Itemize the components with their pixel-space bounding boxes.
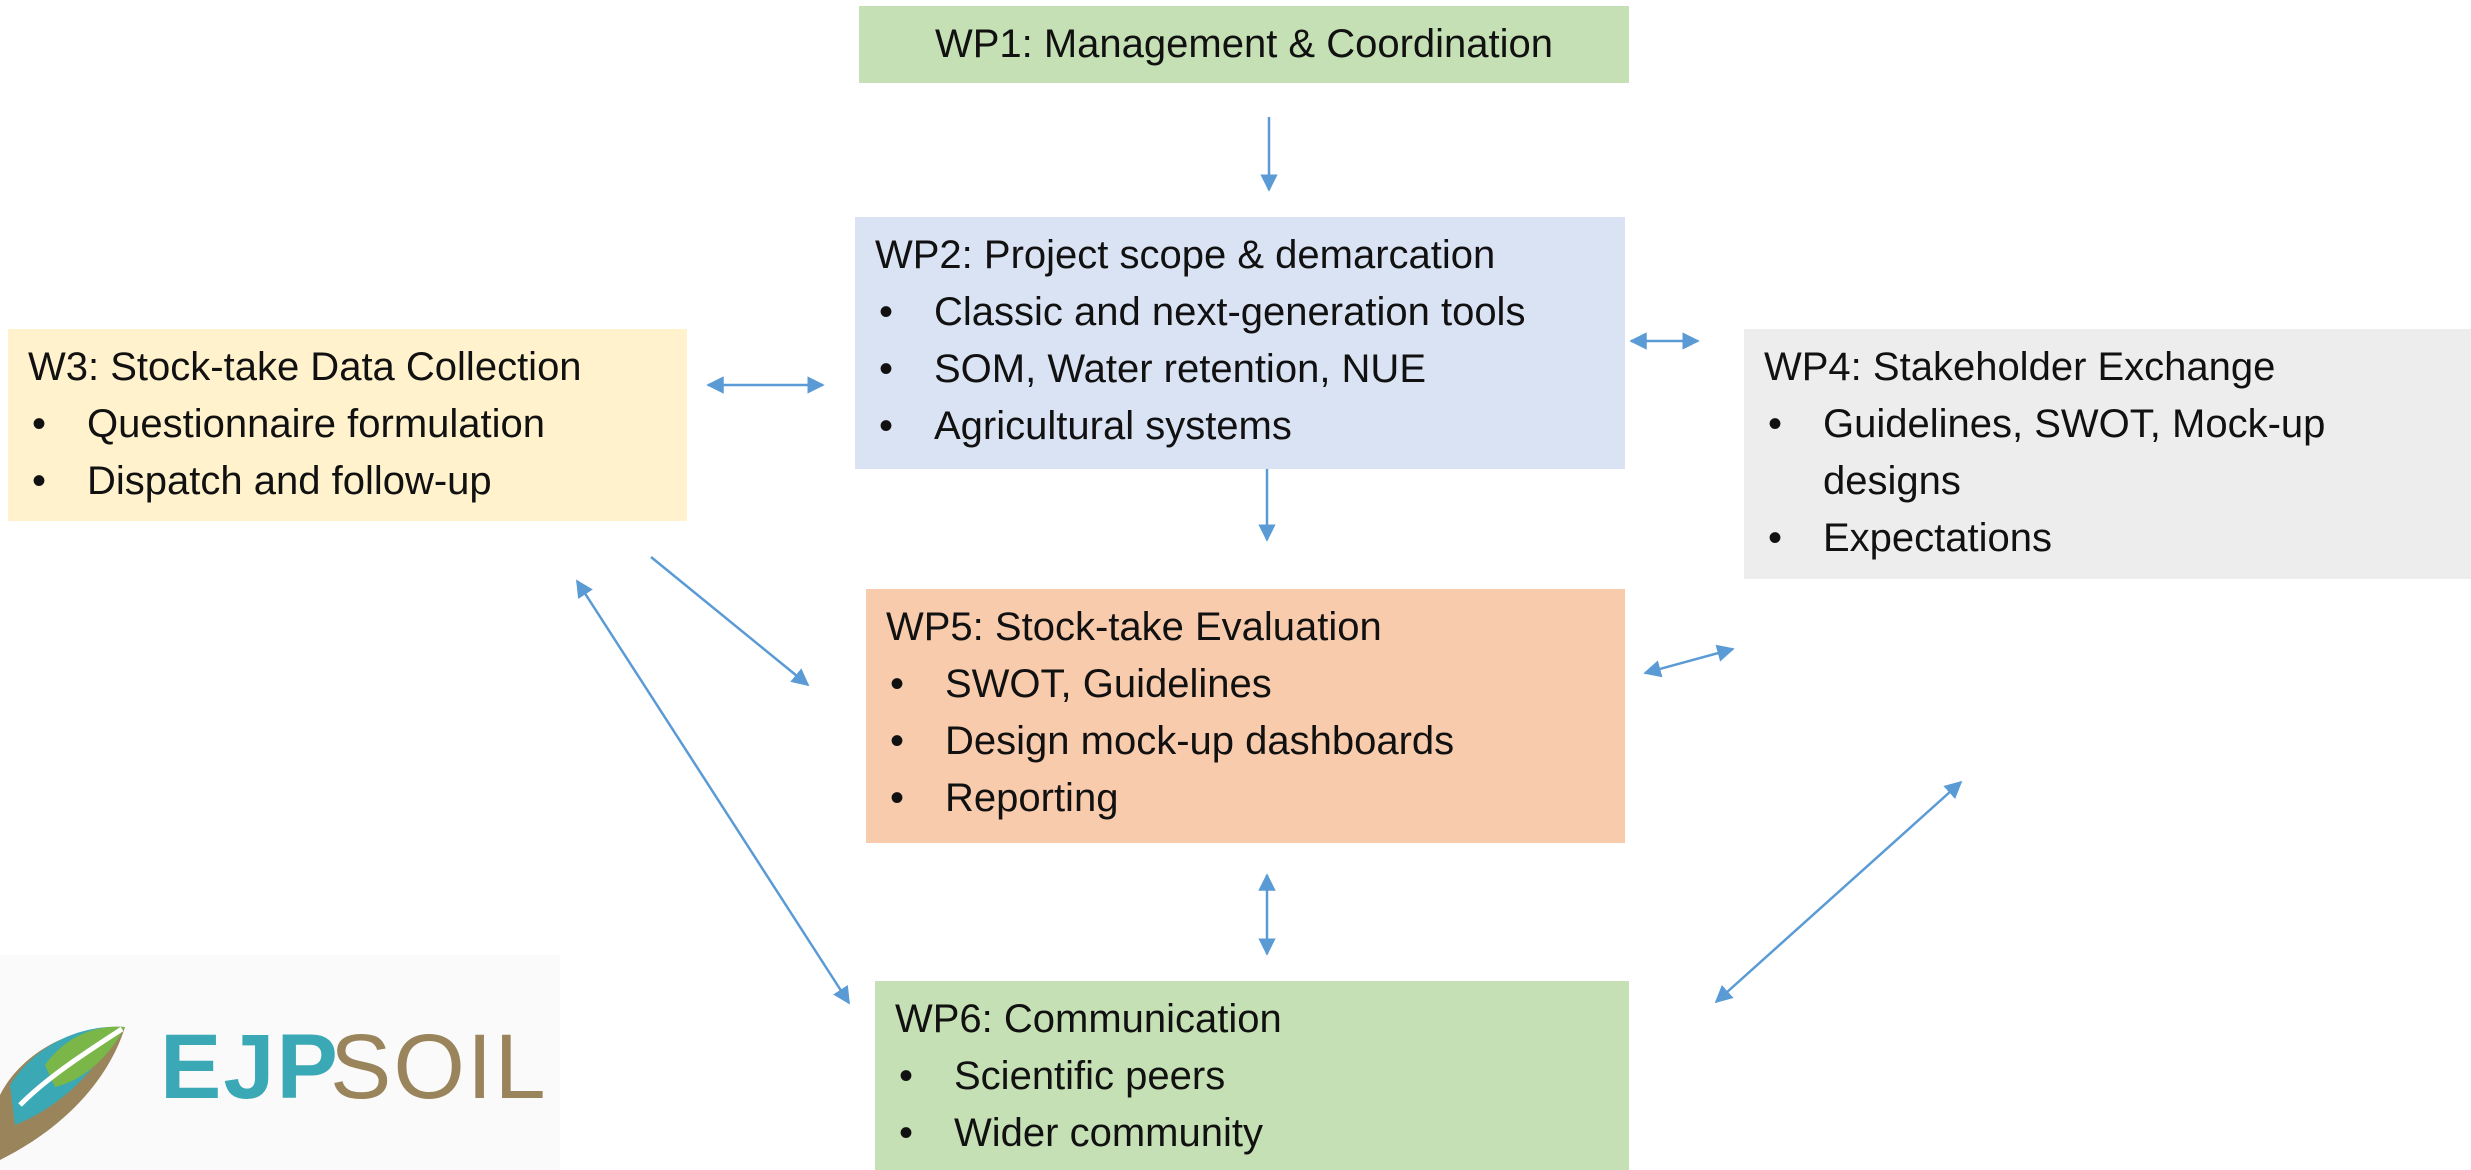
wp5-list-item: SWOT, Guidelines	[886, 656, 1625, 713]
wp5-list-item: Design mock-up dashboards	[886, 713, 1625, 770]
ejp-soil-logo: EJP SOIL	[0, 955, 560, 1170]
arrow-wp3-to-wp5	[650, 556, 810, 687]
arrow-wp6-wp4	[1714, 780, 1963, 1004]
wp2-list-item: Classic and next-generation tools	[875, 284, 1625, 341]
wp6-list-item: Scientific peers	[895, 1048, 1629, 1105]
wp1-title: WP1: Management & Coordination	[934, 22, 1554, 66]
wp2-list: Classic and next-generation tools SOM, W…	[875, 284, 1625, 455]
arrow-wp3-wp6	[575, 579, 851, 1005]
wp5-list: SWOT, Guidelines Design mock-up dashboar…	[886, 656, 1625, 827]
wp4-title: WP4: Stakeholder Exchange	[1764, 345, 2276, 389]
wp5-list-item: Reporting	[886, 770, 1625, 827]
wp4-list-item: Expectations	[1764, 510, 2413, 567]
wp6-box: WP6: Communication Scientific peers Wide…	[875, 981, 1629, 1170]
wp3-title: W3: Stock-take Data Collection	[28, 345, 582, 389]
wp3-list-item: Dispatch and follow-up	[28, 453, 687, 510]
wp4-list: Guidelines, SWOT, Mock-up designs Expect…	[1764, 396, 2471, 567]
wp4-box: WP4: Stakeholder Exchange Guidelines, SW…	[1744, 329, 2471, 579]
wp6-title: WP6: Communication	[895, 997, 1282, 1041]
wp3-box: W3: Stock-take Data Collection Questionn…	[8, 329, 687, 521]
arrow-wp5-wp4	[1643, 644, 1735, 678]
wp3-list-item: Questionnaire formulation	[28, 396, 687, 453]
wp6-list: Scientific peers Wider community	[895, 1048, 1629, 1162]
wp2-title: WP2: Project scope & demarcation	[875, 233, 1496, 277]
wp5-box: WP5: Stock-take Evaluation SWOT, Guideli…	[866, 589, 1625, 843]
wp5-title: WP5: Stock-take Evaluation	[886, 605, 1382, 649]
wp2-list-item: SOM, Water retention, NUE	[875, 341, 1625, 398]
wp2-list-item: Agricultural systems	[875, 398, 1625, 455]
wp2-box: WP2: Project scope & demarcation Classic…	[855, 217, 1625, 469]
wp6-list-item: Wider community	[895, 1105, 1629, 1162]
wp1-box: WP1: Management & Coordination	[859, 6, 1629, 83]
wp4-list-item: Guidelines, SWOT, Mock-up designs	[1764, 396, 2413, 510]
wp3-list: Questionnaire formulation Dispatch and f…	[28, 396, 687, 510]
leaf-icon	[0, 1026, 125, 1160]
logo-text-soil: SOIL	[330, 1016, 548, 1118]
logo-text-ejp: EJP	[160, 1016, 340, 1118]
